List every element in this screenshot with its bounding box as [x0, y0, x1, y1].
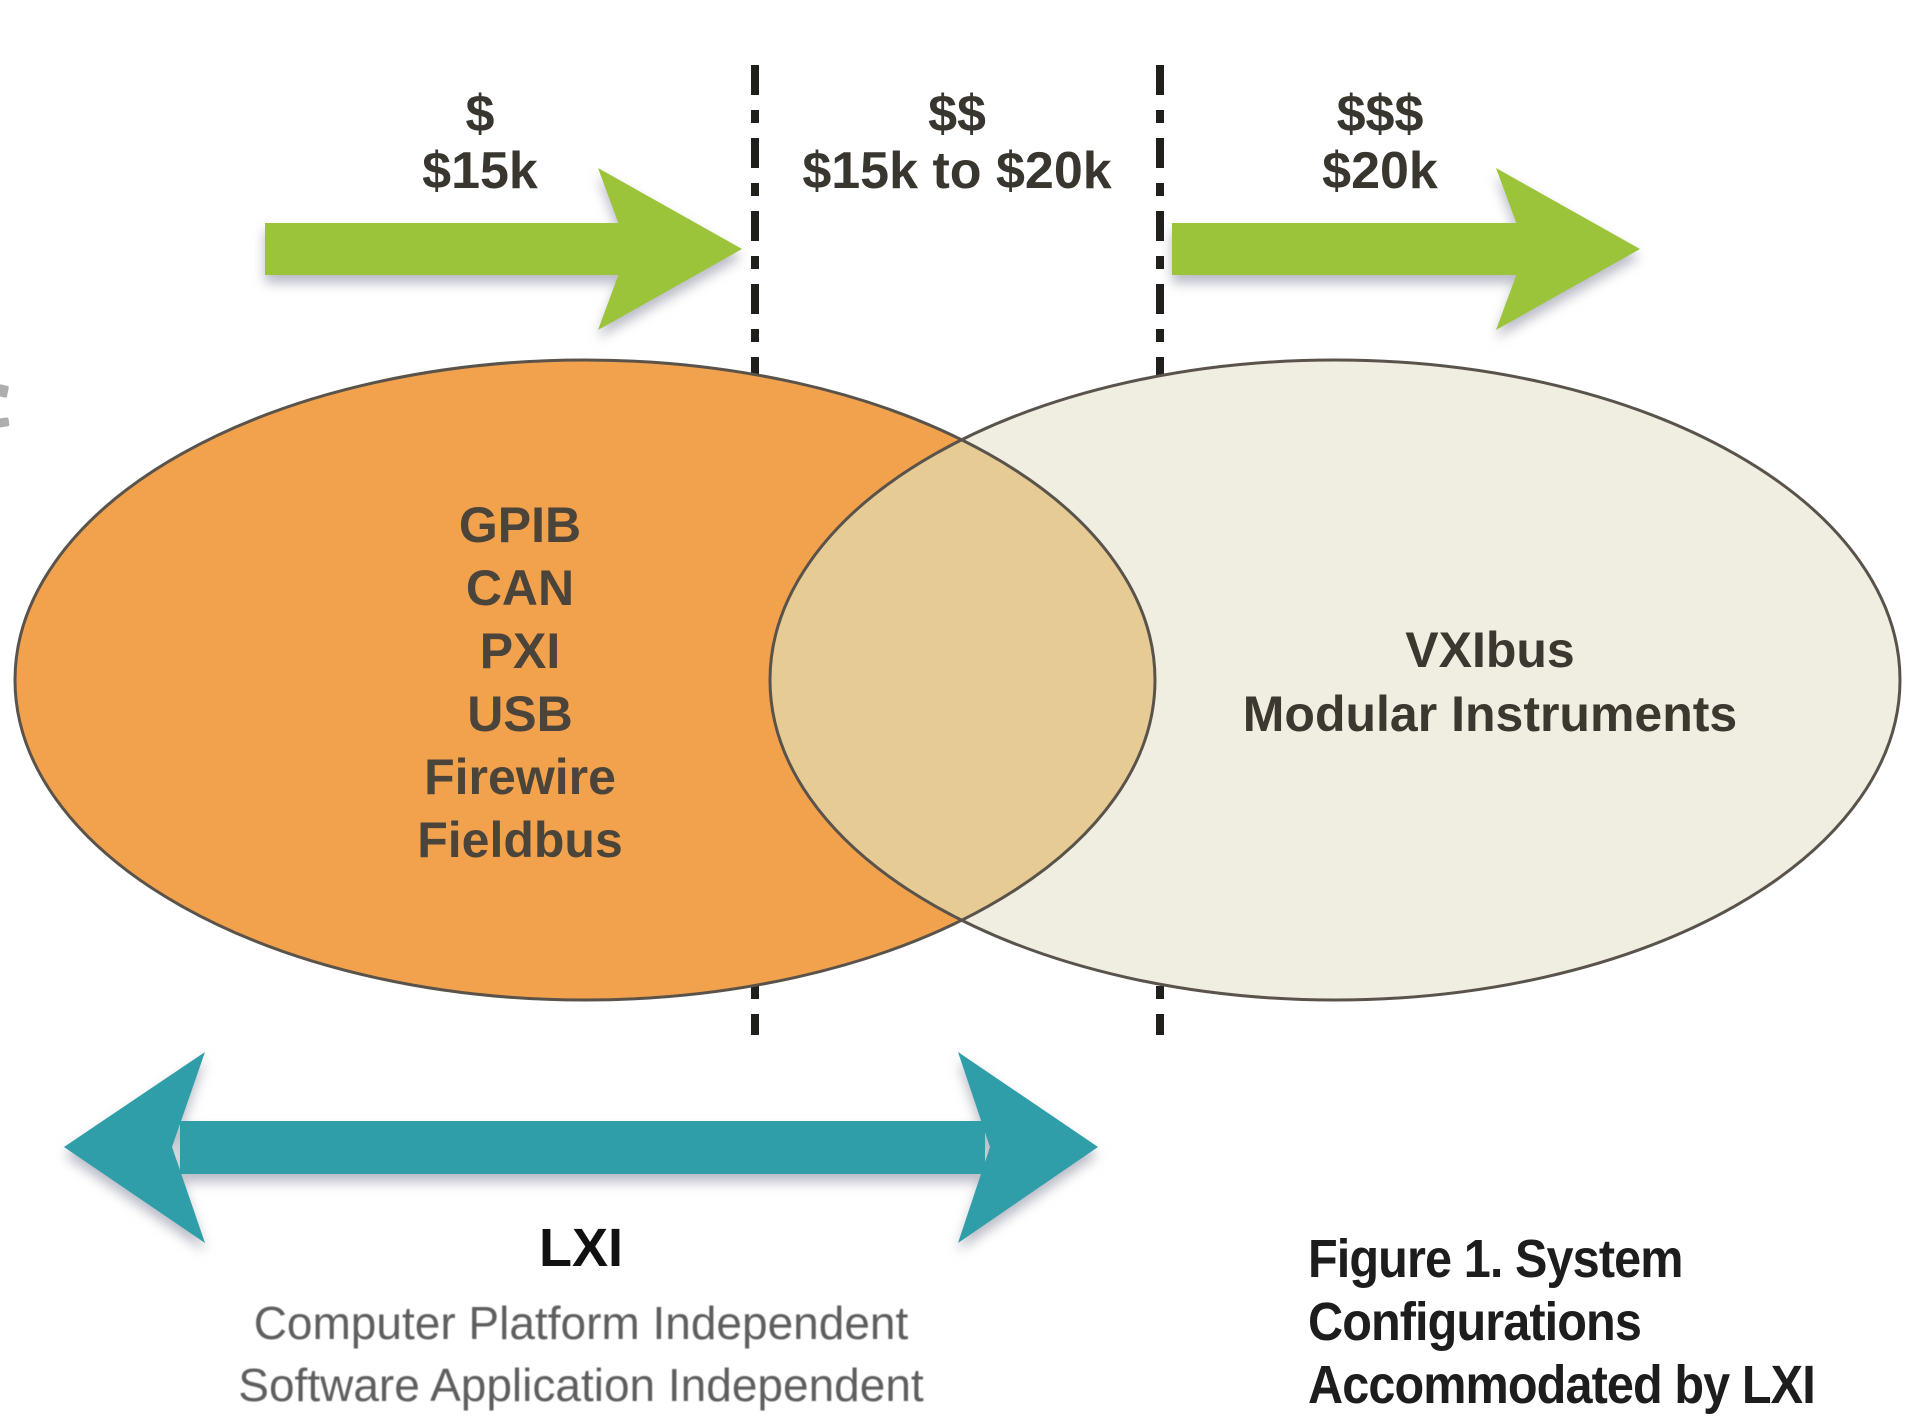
vxibus-subtitle: Modular Instruments — [1242, 686, 1738, 742]
price-tier-low-range: $15k — [422, 142, 538, 200]
arrow-head-left — [64, 1052, 205, 1243]
lxi-subtitle-1: Computer Platform Independent — [253, 1297, 909, 1349]
vxibus-label: VXIbus Modular Instruments — [1140, 618, 1840, 746]
arrow-shaft — [265, 223, 632, 275]
venn-overlap-region — [770, 360, 1155, 1000]
bus-item: CAN — [465, 560, 575, 616]
bus-item: PXI — [479, 623, 561, 679]
figure-caption-line-3: Accommodated by LXI — [1308, 1355, 1816, 1415]
lxi-title: LXI — [538, 1218, 623, 1278]
arrow-head — [1496, 168, 1640, 330]
figure-caption-line-1: Figure 1. System — [1308, 1229, 1683, 1289]
price-tier-mid-range: $15k to $20k — [802, 142, 1112, 200]
vxibus-title: VXIbus — [1405, 622, 1575, 678]
price-tier-mid-sign: $$ — [928, 85, 986, 143]
arrow-double-horizontal-lxi-icon — [64, 1052, 1098, 1243]
arrow-right-low-cost-icon — [265, 168, 742, 330]
bus-item: USB — [467, 686, 573, 742]
figure-caption-line-2: Configurations — [1308, 1292, 1642, 1352]
arrow-right-high-cost-icon — [1172, 168, 1640, 330]
price-tier-low: $ $15k — [270, 85, 690, 199]
bus-item: GPIB — [458, 497, 582, 553]
venn-left-ellipse-outline — [13, 358, 1157, 1002]
bus-list: GPIB CAN PXI USB Firewire Fieldbus — [270, 494, 770, 872]
price-tier-high: $$$ $20k — [1170, 85, 1590, 199]
arrow-head-right — [958, 1052, 1098, 1243]
venn-diagram — [13, 358, 1902, 1002]
edge-artifact — [0, 417, 10, 428]
price-tier-low-sign: $ — [465, 85, 495, 143]
venn-right-ellipse-outline — [768, 358, 1902, 1002]
figure-caption: Figure 1. System Configurations Accommod… — [1308, 1228, 1866, 1417]
arrow-shaft — [1172, 223, 1530, 275]
bus-item: Firewire — [424, 749, 616, 805]
price-tier-high-range: $20k — [1322, 142, 1438, 200]
bus-item: Fieldbus — [417, 812, 623, 868]
price-tier-high-sign: $$$ — [1336, 85, 1424, 143]
price-tier-mid: $$ $15k to $20k — [747, 85, 1167, 199]
lxi-subtitle-2: Software Application Independent — [238, 1359, 924, 1411]
arrow-shaft — [180, 1121, 985, 1174]
lxi-annotation: LXI Computer Platform Independent Softwa… — [181, 1218, 981, 1410]
arrow-head — [598, 168, 742, 330]
